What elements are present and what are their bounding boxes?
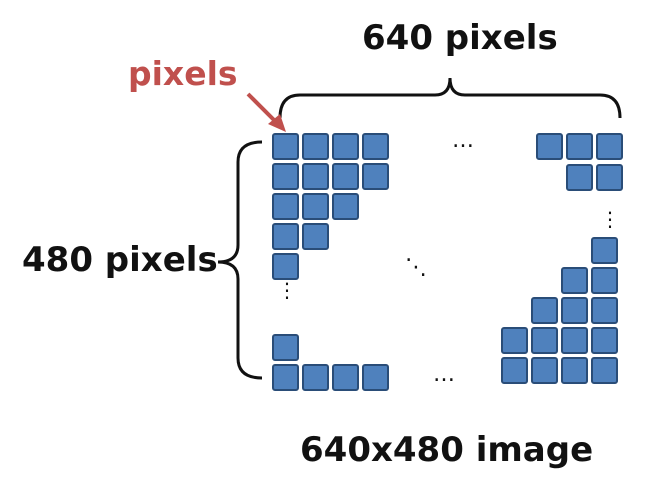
bottom-row-ellipsis: … [433,362,455,387]
pixel-square [591,297,618,324]
pixel-square [531,297,558,324]
pixel-square [272,193,299,220]
pixel-square [566,164,593,191]
image-caption: 640x480 image [300,430,594,470]
pixel-square [302,133,329,160]
pixel-square [561,357,588,384]
height-label: 480 pixels [22,240,218,280]
pixel-square [501,357,528,384]
pixel-square [272,133,299,160]
pixel-square [272,163,299,190]
pixel-square [591,357,618,384]
pixel-square [362,163,389,190]
pixel-square [596,164,623,191]
pixel-square [362,364,389,391]
pixel-square [302,364,329,391]
diagonal-ellipsis: ⋱ [405,255,427,280]
pixel-square [362,133,389,160]
pixel-square [332,133,359,160]
pixel-square [591,327,618,354]
right-column-ellipsis: ⋮ [600,207,620,231]
pixel-square [272,253,299,280]
pixel-square [591,237,618,264]
pixel-square [332,364,359,391]
pixel-square [302,223,329,250]
pixel-square [566,133,593,160]
pixel-square [536,133,563,160]
pixel-square [591,267,618,294]
pixel-squares [272,133,623,391]
pixel-pointer-arrow [246,92,286,132]
left-column-ellipsis: ⋮ [277,278,297,302]
pixel-square [272,334,299,361]
pixel-square [561,267,588,294]
pixel-label: pixels [128,54,238,93]
pixel-square [561,327,588,354]
pixel-square [332,193,359,220]
pixel-square [302,163,329,190]
width-label: 640 pixels [362,18,558,58]
top-bracket [278,77,622,119]
pixel-square [501,327,528,354]
pixel-square [596,133,623,160]
left-bracket [217,140,263,380]
pixel-square [561,297,588,324]
pixel-square [272,364,299,391]
pixel-square [531,327,558,354]
pixel-square [531,357,558,384]
pixel-square [302,193,329,220]
top-row-ellipsis: … [452,128,474,153]
pixel-square [272,223,299,250]
pixel-square [332,163,359,190]
